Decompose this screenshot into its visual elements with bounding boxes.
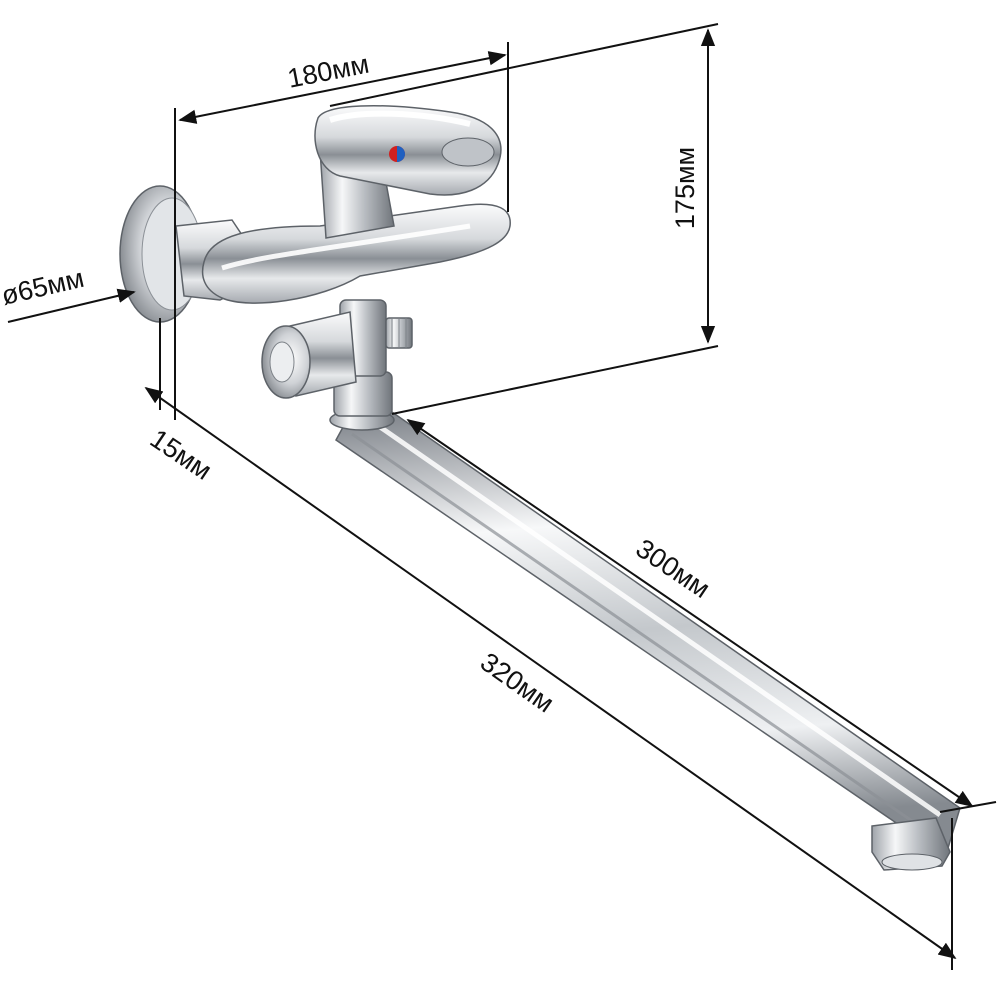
extension-line-top (329, 23, 719, 107)
dimension-lines (7, 23, 997, 970)
width-label: 180мм (285, 49, 371, 94)
flange-depth-label: 15мм (145, 423, 217, 485)
shower-outlet (385, 317, 413, 349)
dim-line-total-reach (144, 386, 957, 960)
diverter-knob (261, 311, 357, 399)
lever-handle (314, 105, 502, 196)
faucet-illustration (119, 105, 961, 871)
height-label: 175мм (670, 147, 700, 229)
spout (329, 409, 961, 871)
dim-line-spout (406, 418, 974, 808)
extension-line-bottom (391, 345, 719, 415)
dim-line-width (178, 51, 507, 124)
dim-line-diameter (7, 288, 136, 323)
total-reach-label: 320мм (475, 647, 560, 719)
flange-diameter-label: ø65мм (0, 263, 87, 311)
